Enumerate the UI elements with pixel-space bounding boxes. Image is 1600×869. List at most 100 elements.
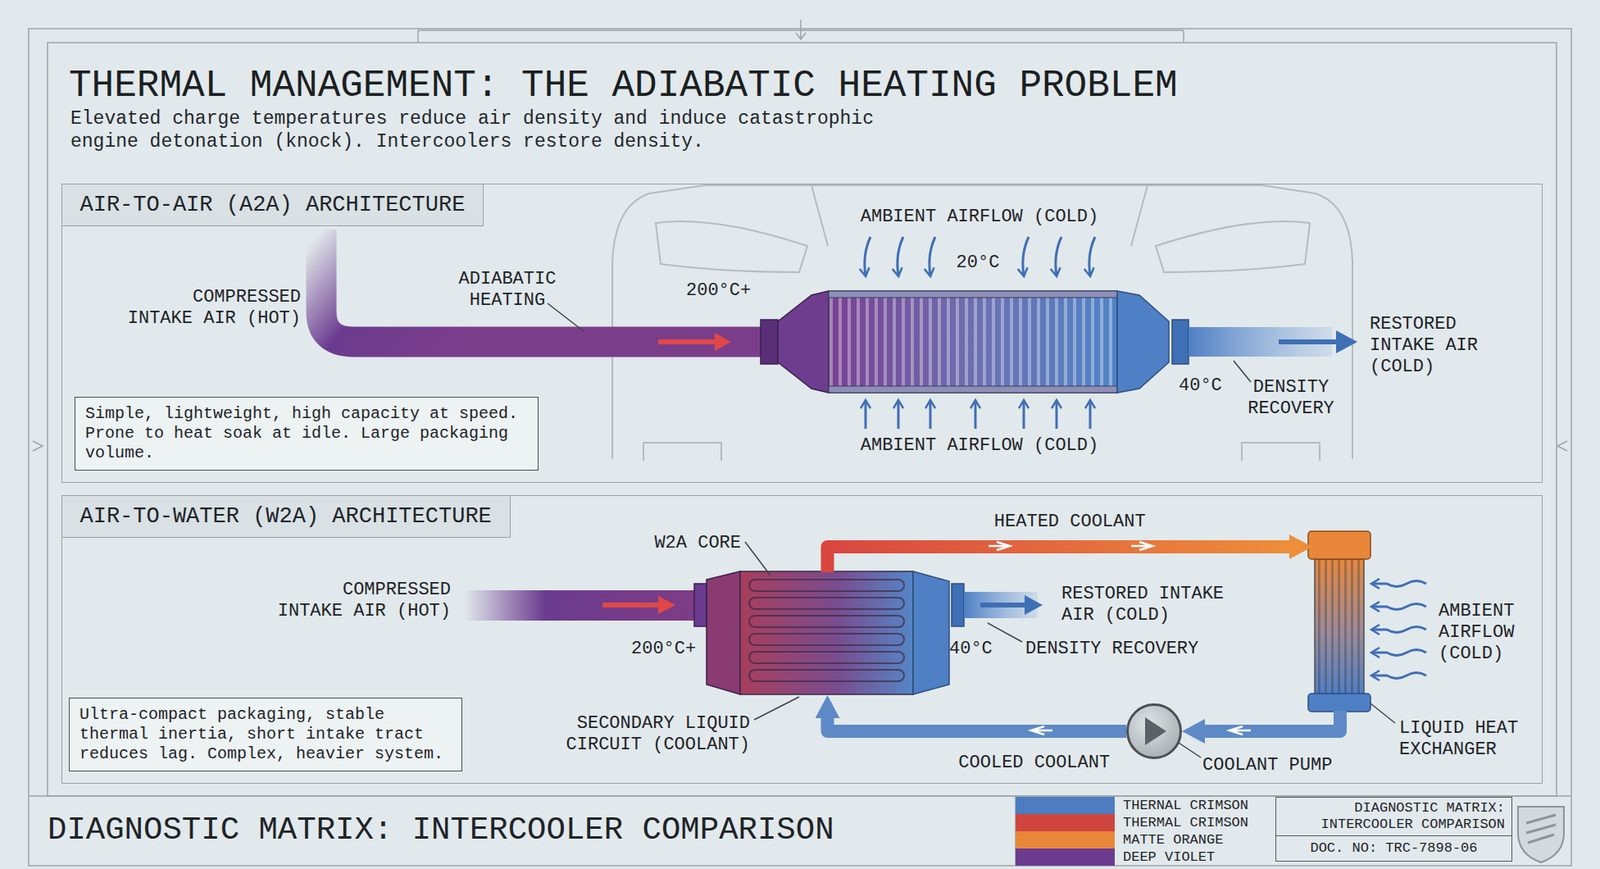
a2a-intercooler-core [1172, 319, 1189, 364]
legend: THERNAL CRIMSONTHERMAL CRIMSONMATTE ORAN… [1015, 796, 1249, 866]
coolant-pump: COOLANT PUMP [1126, 703, 1182, 760]
liquid-heat-exchanger [1308, 693, 1371, 712]
a2a-intercooler-core [828, 290, 1118, 298]
legend-swatch [1015, 813, 1115, 832]
w2a-intercooler-core [913, 571, 950, 695]
legend-row: THERMAL CRIMSON [1015, 813, 1249, 832]
car-outline [811, 185, 1148, 246]
flow-chevrons [1229, 726, 1251, 735]
w2a-core: W2A CORE [740, 572, 914, 696]
ambient-airflow-arrows [1372, 650, 1427, 656]
temperature-label: 40°C [1178, 375, 1228, 397]
ambient-airflow-arrows [1372, 627, 1427, 633]
w2a-intercooler-core [694, 583, 707, 627]
ambient-airflow-arrows [1022, 236, 1029, 276]
legend-row: THERNAL CRIMSON [1015, 796, 1249, 814]
liquid-heat-exchanger [1314, 559, 1364, 696]
ambient-airflow-arrows [864, 236, 871, 276]
flow-label: RESTORED INTAKE AIR (COLD) [1369, 313, 1493, 378]
temperature-label: 200°C+ [686, 280, 760, 302]
car-outline [612, 185, 1353, 460]
part-label: LIQUID HEAT EXCHANGER [1399, 718, 1531, 761]
w2a-intercooler-core [749, 597, 905, 610]
panel-heading: AIR-TO-WATER (W2A) ARCHITECTURE [61, 495, 511, 538]
architecture-panel: Simple, lightweight, high capacity at sp… [61, 183, 1543, 483]
legend-text: DEEP VIOLET [1122, 848, 1215, 866]
w2a-intercooler-core [749, 651, 905, 664]
flow-label: COMPRESSED INTAKE AIR (HOT) [270, 579, 451, 623]
liquid-heat-exchanger [1308, 531, 1371, 712]
page-frame [28, 28, 1572, 866]
a2a-intercooler-core [777, 290, 829, 393]
ambient-airflow-arrows [929, 236, 936, 276]
temperature-label: 40°C [949, 638, 999, 660]
w2a-intercooler-core [749, 615, 905, 628]
note-box: Ultra-compact packaging, stable thermal … [68, 697, 463, 772]
footer-heading: DIAGNOSTIC MATRIX: INTERCOOLER COMPARISO… [47, 811, 950, 850]
flow-label: RESTORED INTAKE AIR (COLD) [1061, 583, 1238, 627]
flow-label: AMBIENT AIRFLOW (COLD) [1438, 600, 1529, 665]
heated-coolant-pipe [827, 546, 1294, 573]
a2a-intercooler-core [1278, 339, 1341, 345]
w2a-intake-pipe [658, 595, 676, 614]
w2a-intercooler-core [749, 633, 905, 646]
note-text: Simple, lightweight, high capacity at sp… [85, 404, 528, 464]
pipe-label: COOLED COOLANT [953, 752, 1115, 774]
part-label: W2A CORE [654, 532, 741, 555]
ambient-airflow-arrows [1372, 672, 1427, 679]
leader-lines [745, 541, 771, 576]
callout-label: DENSITY RECOVERY [1237, 377, 1345, 420]
architecture-panel: Ultra-compact packaging, stable thermal … [61, 495, 1543, 784]
ambient-airflow-arrows [897, 400, 900, 429]
panel-heading: AIR-TO-AIR (A2A) ARCHITECTURE [61, 183, 485, 227]
leader-lines [1233, 360, 1251, 382]
pipe-label: HEATED COOLANT [989, 511, 1151, 533]
legend-swatch [1015, 796, 1115, 814]
part-label: COOLANT PUMP [1202, 754, 1332, 777]
car-outline [612, 185, 1353, 461]
flow-chevrons [988, 541, 1010, 550]
document-box: DIAGNOSTIC MATRIX: INTERCOOLER COMPARISO… [1275, 796, 1513, 862]
a2a-intercooler-core [828, 386, 1118, 393]
a2a-intake-pipe [321, 229, 763, 342]
page-frame [47, 42, 1557, 796]
leader-lines [1178, 742, 1201, 758]
ambient-airflow-arrows [1022, 400, 1026, 429]
ambient-airflow-arrows [1372, 581, 1427, 587]
note-text: Ultra-compact packaging, stable thermal … [79, 704, 452, 764]
cooled-coolant-pipe [1201, 710, 1341, 732]
w2a-intercooler-core [749, 669, 905, 682]
legend-swatch [1015, 831, 1115, 849]
flow-label: AMBIENT AIRFLOW (COLD) [848, 206, 1111, 228]
w2a-intake-pipe [463, 590, 696, 621]
flow-chevrons [1031, 726, 1053, 735]
legend-text: MATTE ORANGE [1122, 831, 1223, 849]
w2a-intercooler-core [951, 583, 964, 627]
doc-cell: DOC. NO: TRC-7898-06 [1276, 836, 1512, 861]
a2a-intake-pipe [658, 339, 720, 345]
legend-swatch [1015, 848, 1115, 866]
ambient-airflow-arrows [1089, 400, 1092, 429]
leader-lines [754, 696, 800, 720]
temperature-label: 20°C [949, 252, 1007, 274]
note-box: Simple, lightweight, high capacity at sp… [74, 396, 539, 471]
callout-label: DENSITY RECOVERY [1025, 638, 1214, 660]
heat-exchanger: LIQUID HEAT EXCHANGER [1312, 536, 1369, 711]
flow-label: COMPRESSED INTAKE AIR (HOT) [120, 286, 301, 330]
cooled-coolant-pipe [827, 714, 1128, 732]
liquid-heat-exchanger [1314, 559, 1364, 696]
leader-lines [547, 303, 584, 332]
flow-chevrons [988, 541, 1251, 735]
w2a-intercooler-core [740, 571, 914, 695]
pump-symbol [1145, 717, 1167, 746]
ambient-airflow-arrows [864, 400, 868, 429]
leader-lines [987, 622, 1023, 642]
callout-label: SECONDARY LIQUID CIRCUIT (COOLANT) [553, 713, 750, 756]
legend-text: THERMAL CRIMSON [1122, 813, 1249, 832]
w2a-intercooler-core [980, 602, 1028, 608]
legend-text: THERNAL CRIMSON [1122, 796, 1249, 814]
ambient-airflow-arrows [897, 236, 904, 276]
a2a-intake-pipe [321, 229, 763, 351]
ambient-airflow-arrows [1055, 400, 1059, 429]
